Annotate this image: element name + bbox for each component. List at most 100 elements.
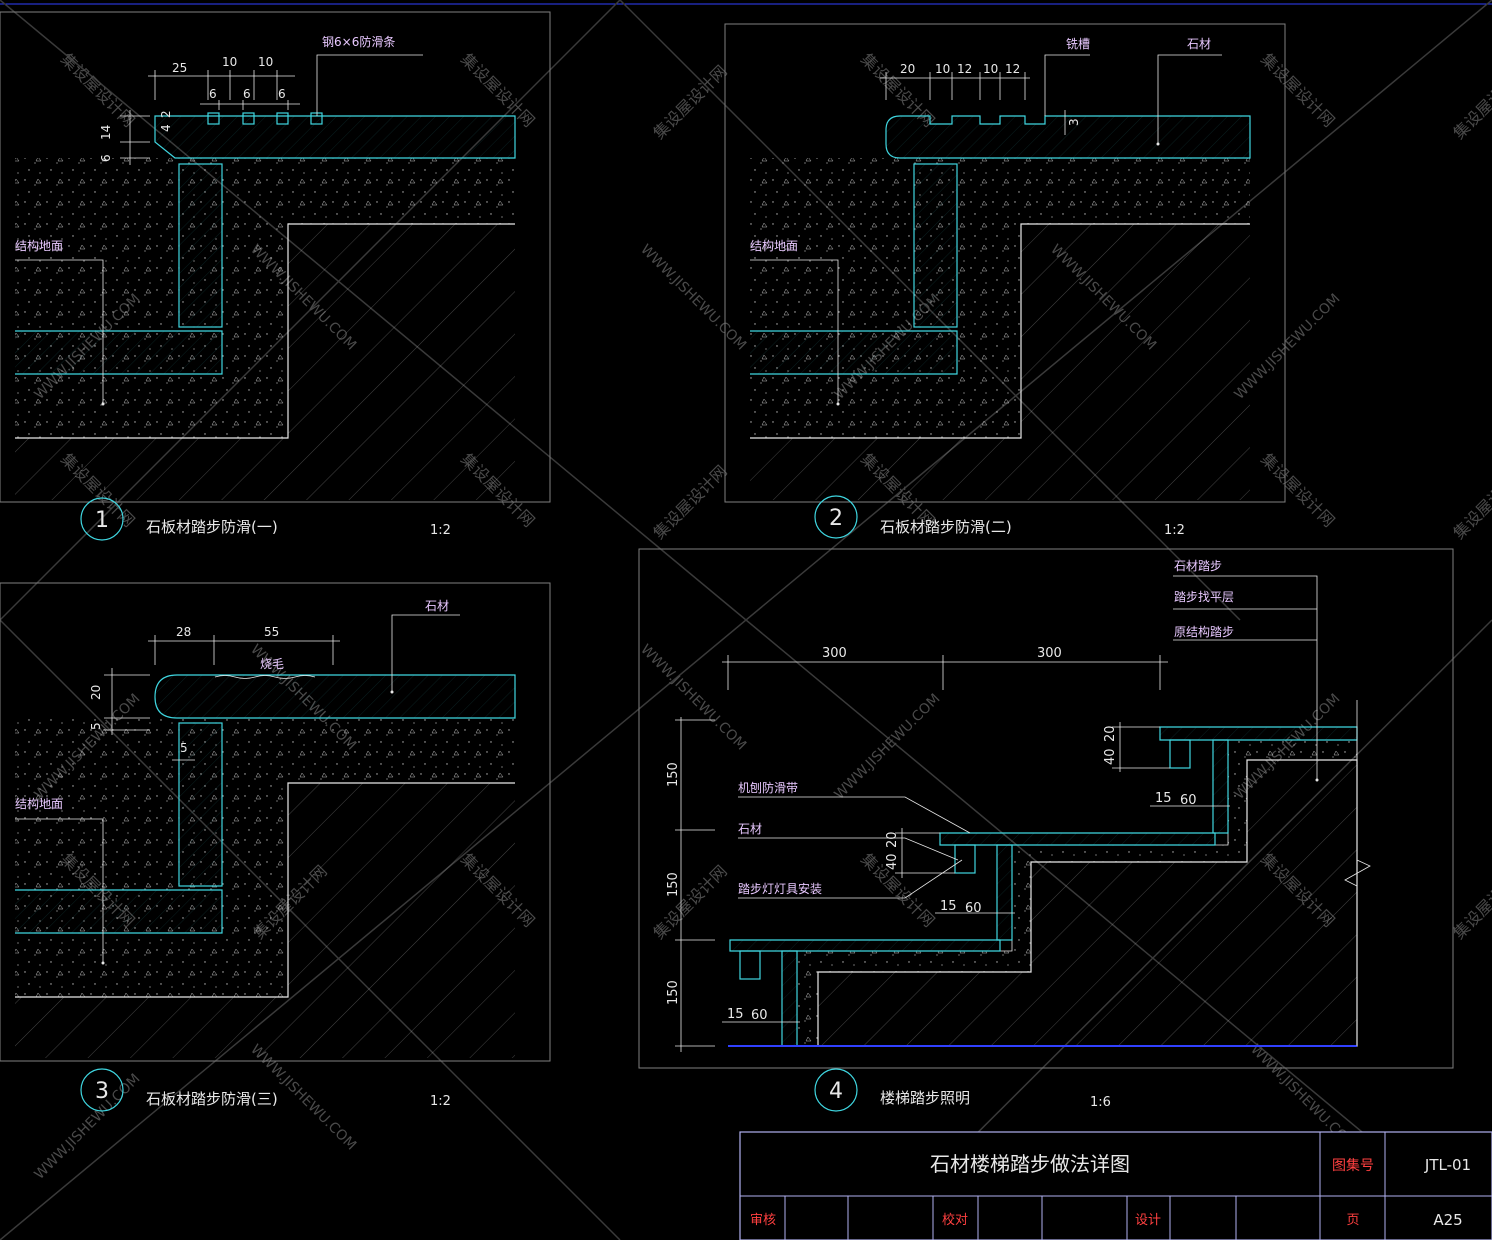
review-label: 审核 <box>750 1213 776 1228</box>
dim-value: 12 <box>1005 62 1020 76</box>
label-milled-groove: 铣槽 <box>1066 37 1090 51</box>
label-stone-tread: 石材踏步 <box>1174 559 1222 573</box>
watermark-cn: 集设屋设计网 <box>649 862 730 943</box>
watermark-cn: 集设屋设计网 <box>1257 449 1338 530</box>
label-step-light: 踏步灯灯具安装 <box>738 881 822 896</box>
dim-value: 6 <box>243 87 251 101</box>
detail-2-frame <box>724 23 1286 503</box>
dim-value: 60 <box>1180 793 1197 808</box>
detail-1-number: 1 <box>95 508 109 533</box>
detail-1-scale: 1:2 <box>430 523 451 538</box>
label-leveling-layer: 踏步找平层 <box>1174 590 1234 604</box>
watermark-cn: 集设屋设计网 <box>649 62 730 143</box>
design-label: 设计 <box>1135 1213 1161 1228</box>
check-label: 校对 <box>942 1212 968 1228</box>
dim-value: 2 <box>159 110 173 118</box>
detail-3-floor-stone <box>15 889 223 934</box>
detail-1-frame <box>0 11 551 503</box>
detail-2-dimensions <box>880 72 1066 135</box>
label-structural-floor: 结构地面 <box>15 238 63 253</box>
detail-2-tread-stone <box>885 115 1251 159</box>
detail-3-scale: 1:2 <box>430 1094 451 1109</box>
step-light-1 <box>739 950 761 980</box>
watermark-cn: 集设屋设计网 <box>649 462 730 543</box>
dim-value: 28 <box>176 625 191 639</box>
label-stone: 石材 <box>425 599 449 613</box>
label-stone: 石材 <box>738 822 762 836</box>
detail-3-title: 石板材踏步防滑(三) <box>146 1090 278 1108</box>
detail-1-number-bubble <box>80 497 124 541</box>
dim-value: 20 <box>1103 725 1118 742</box>
dim-value: 10 <box>222 55 237 69</box>
dim-value: 6 <box>278 87 286 101</box>
dim-value: 6 <box>99 154 113 162</box>
dim-value: 10 <box>258 55 273 69</box>
watermark-en: WWW.JISHEWU.COM <box>637 642 749 754</box>
dim-value: 15 <box>1155 791 1172 806</box>
detail-4-title: 楼梯踏步照明 <box>880 1089 970 1107</box>
dim-value: 4 <box>159 124 173 132</box>
dim-value: 55 <box>264 625 279 639</box>
detail-3-tread-stone <box>154 674 516 719</box>
detail-3-riser-stone <box>178 722 223 887</box>
label-anti-slip-strip: 钢6×6防滑条 <box>322 34 395 49</box>
step-light-2 <box>954 844 976 874</box>
detail-2-number: 2 <box>829 506 843 531</box>
detail-3-number: 3 <box>95 1079 109 1104</box>
watermark-cn: 集设屋设计网 <box>57 49 138 130</box>
detail-3-dimensions <box>104 635 340 761</box>
dim-value: 40 <box>885 853 900 870</box>
dim-value: 40 <box>1103 748 1118 765</box>
dim-value: 60 <box>965 901 982 916</box>
detail-3: 28 55 20 5 5 烧毛 石材 结构地面 3 石板材踏步防滑(三) 1:2 <box>0 582 551 1112</box>
detail-1-structure <box>15 224 515 500</box>
dim-value: 3 <box>1067 118 1081 126</box>
detail-2-floor-stone <box>750 330 958 375</box>
title-block: 石材楼梯踏步做法详图 图集号 JTL-01 审核 校对 设计 页 A25 <box>739 1131 1492 1240</box>
watermark-cn: 集设屋设计网 <box>1257 49 1338 130</box>
dim-value: 5 <box>180 741 188 755</box>
detail-1-riser-stone <box>178 163 223 328</box>
step-light-3 <box>1169 739 1191 769</box>
detail-1-dimensions <box>120 70 300 165</box>
detail-1-tread-stone <box>154 115 516 159</box>
detail-2: 20 10 12 10 12 3 铣槽 石材 结构地面 2 石板材踏步防滑(二)… <box>724 23 1286 539</box>
detail-4: 300 300 150 150 150 40 20 40 20 15 60 15… <box>638 548 1454 1112</box>
detail-4-tread-stone-1 <box>729 939 1001 952</box>
atlas-number-label: 图集号 <box>1332 1157 1374 1174</box>
detail-2-riser-stone <box>913 163 958 328</box>
watermark-en: WWW.JISHEWU.COM <box>832 691 944 803</box>
label-flamed: 烧毛 <box>260 657 284 671</box>
dim-value: 15 <box>940 899 957 914</box>
dim-value: 60 <box>751 1008 768 1023</box>
detail-1-floor-stone <box>15 330 223 375</box>
label-structural-floor: 结构地面 <box>750 238 798 253</box>
watermark-en: WWW.JISHEWU.COM <box>32 1071 144 1183</box>
detail-4-tread-stone-2 <box>939 832 1216 846</box>
dim-value: 10 <box>983 62 998 76</box>
dim-value: 300 <box>1037 646 1062 661</box>
detail-4-frame <box>638 548 1454 1069</box>
page-label: 页 <box>1346 1213 1359 1228</box>
detail-3-frame <box>0 582 551 1062</box>
atlas-number-value: JTL-01 <box>1424 1156 1471 1174</box>
watermark-en: WWW.JISHEWU.COM <box>637 242 749 354</box>
detail-1: 25 10 10 6 6 6 2 4 14 6 钢6×6防滑条 结构地面 1 石… <box>0 11 551 541</box>
dim-value: 12 <box>957 62 972 76</box>
label-original-structure: 原结构踏步 <box>1174 624 1234 639</box>
dim-value: 20 <box>900 62 915 76</box>
label-stone: 石材 <box>1187 37 1211 51</box>
dim-value: 300 <box>822 646 847 661</box>
detail-2-number-bubble <box>814 495 858 539</box>
detail-4-number: 4 <box>829 1079 843 1104</box>
dim-value: 14 <box>99 125 113 140</box>
dim-value: 20 <box>885 831 900 848</box>
page-value: A25 <box>1433 1211 1462 1229</box>
dim-value: 150 <box>666 872 681 897</box>
dim-value: 15 <box>727 1007 744 1022</box>
watermark-cn: 集设屋设计网 <box>1449 62 1492 143</box>
watermark-cn: 集设屋设计网 <box>1449 862 1492 943</box>
detail-4-scale: 1:6 <box>1090 1095 1111 1110</box>
dim-value: 10 <box>935 62 950 76</box>
